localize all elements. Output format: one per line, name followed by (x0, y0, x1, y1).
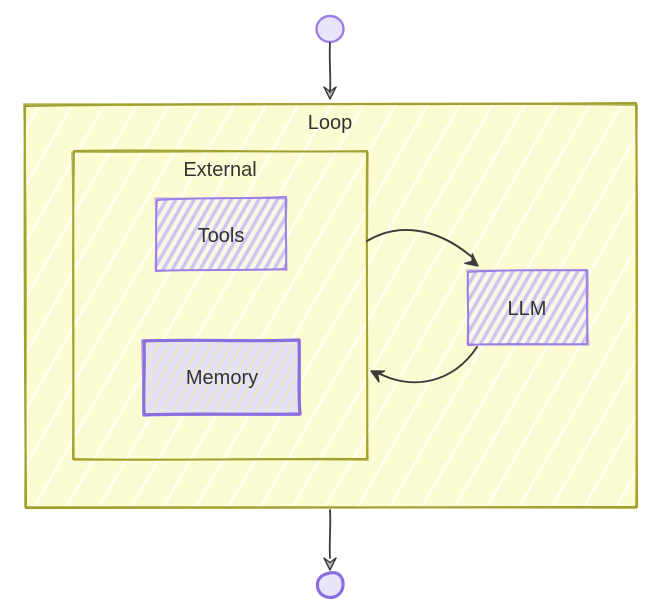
loop-label: Loop (308, 112, 353, 134)
memory-box-sketch-pass (141, 339, 301, 416)
node-tools: Tools (154, 196, 288, 272)
node-start (315, 14, 345, 44)
edge-start-loop-line (328, 42, 332, 93)
memory-label: Memory (186, 367, 258, 389)
end-circle (315, 571, 345, 600)
llm-label: LLM (508, 298, 547, 320)
arrowhead-down-icon (323, 557, 337, 571)
tools-box-sketch-pass (154, 197, 288, 271)
edge-llm-external-line (377, 346, 478, 384)
arrowhead-down-icon (323, 86, 337, 100)
start-circle (315, 14, 345, 44)
tools-label: Tools (198, 225, 245, 247)
edge-loop-to-end (323, 509, 337, 571)
node-llm: LLM (466, 269, 590, 346)
edge-external-to-llm (366, 229, 479, 267)
external-box-sketch-pass (71, 150, 369, 461)
arrowhead-icon (370, 370, 386, 383)
external-label: External (183, 159, 256, 181)
edge-loop-end-line (328, 509, 332, 559)
arrowhead-icon (464, 253, 479, 267)
llm-box-sketch-pass (466, 269, 590, 346)
edge-llm-to-external (370, 346, 478, 384)
node-memory: Memory (141, 338, 302, 417)
node-end (315, 571, 345, 600)
loop-box-sketch-pass (23, 102, 638, 509)
edge-start-to-loop (323, 42, 337, 100)
edge-external-llm-line (366, 229, 474, 259)
